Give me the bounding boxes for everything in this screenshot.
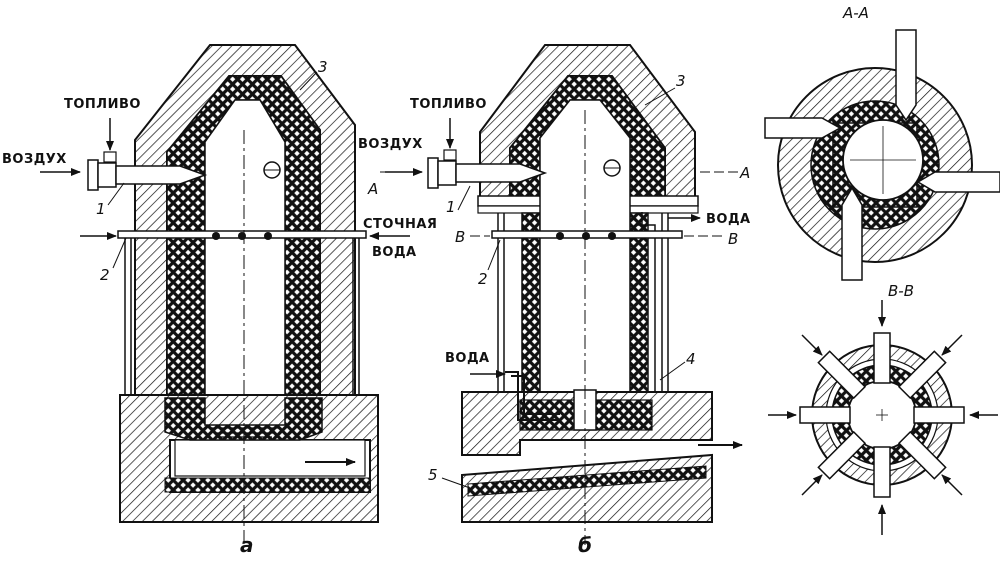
caption-b: б — [578, 533, 592, 557]
section-b-mark-left: В — [455, 228, 465, 246]
air-label-a: ВОЗДУХ — [2, 152, 67, 167]
furnace-view-a — [40, 44, 410, 545]
callout-3-b: 3 — [676, 72, 686, 90]
caption-a: а — [240, 533, 254, 557]
section-bb-title: В-В — [888, 282, 914, 300]
waste-water-label-2: ВОДА — [372, 245, 417, 260]
callout-1-b: 1 — [446, 198, 456, 216]
air-label-b: ВОЗДУХ — [358, 137, 423, 152]
callout-2-b: 2 — [478, 270, 488, 288]
section-a-mark-right: А — [739, 164, 750, 182]
water-in-label: ВОДА — [445, 351, 490, 366]
burner-b — [427, 149, 548, 189]
callout-2-a: 2 — [100, 266, 110, 284]
furnace-view-b — [380, 44, 743, 545]
section-aa-view — [764, 29, 1000, 281]
burner-block-a — [164, 397, 323, 441]
section-aa-title: А-А — [842, 4, 869, 22]
water-out-label: ВОДА — [706, 212, 751, 227]
waste-water-label-1: СТОЧНАЯ — [363, 217, 437, 232]
burner-a — [87, 151, 208, 191]
chamber-a — [204, 99, 286, 396]
section-b-mark-right: В — [728, 230, 738, 248]
base-lining-a — [164, 477, 371, 493]
fuel-label-b: ТОПЛИВО — [410, 97, 487, 112]
section-bb-view — [768, 300, 998, 535]
section-a-mark-left: А — [367, 180, 378, 198]
callout-1-a: 1 — [96, 200, 106, 218]
callout-3-a: 3 — [318, 58, 328, 76]
callout-4-b: 4 — [686, 350, 696, 368]
fuel-label-a: ТОПЛИВО — [64, 97, 141, 112]
callout-5-b: 5 — [428, 466, 438, 484]
